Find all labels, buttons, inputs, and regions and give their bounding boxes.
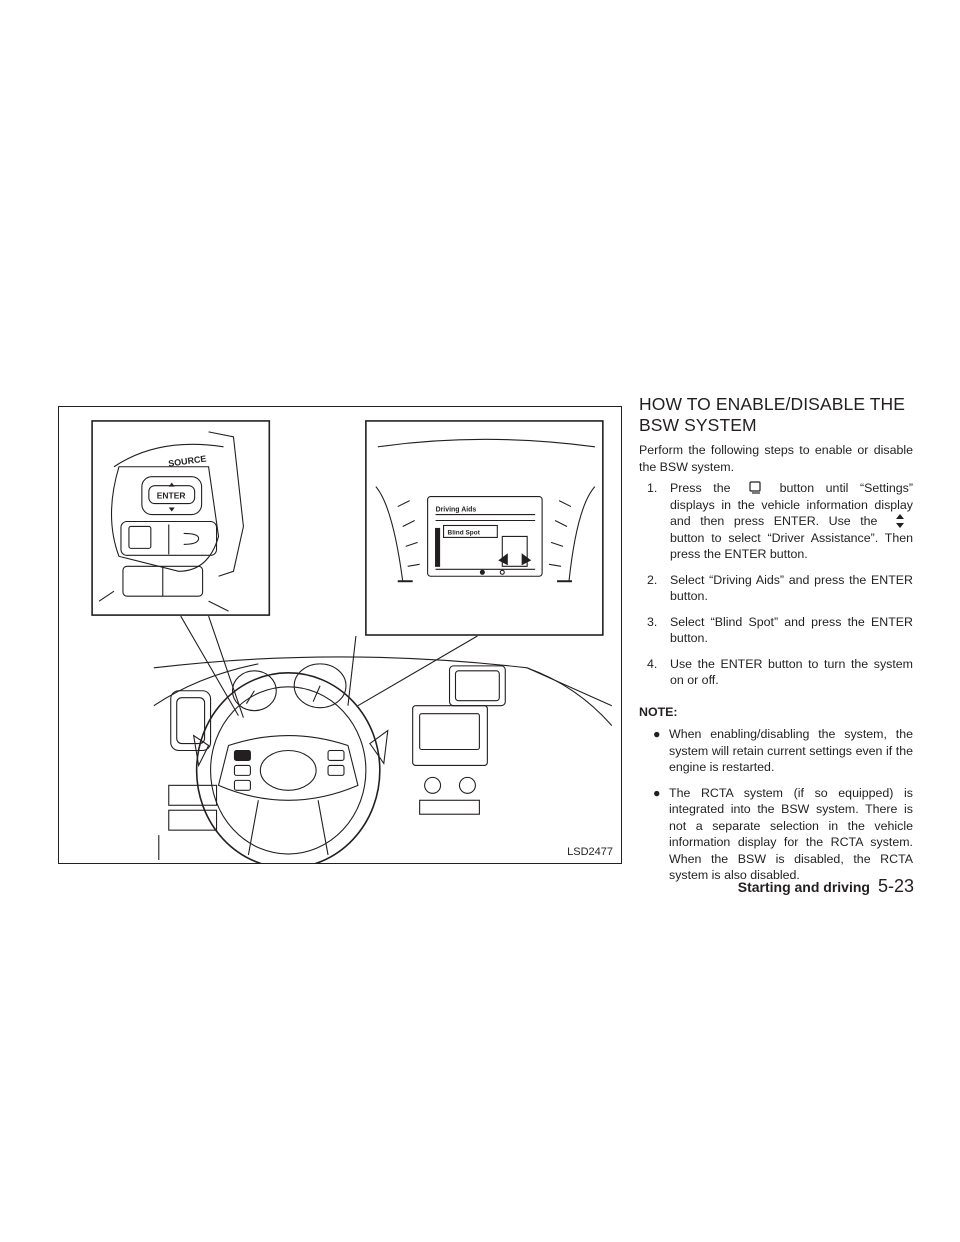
step-item: 1. Press the button until “Settings” dis… bbox=[647, 480, 913, 563]
section-title: HOW TO ENABLE/DISABLE THE BSW SYSTEM bbox=[639, 394, 906, 435]
footer-section-name: Starting and driving bbox=[737, 879, 870, 895]
up-down-arrow-icon bbox=[896, 514, 904, 528]
steps-list: 1. Press the button until “Settings” dis… bbox=[639, 480, 913, 689]
display-label-item: Blind Spot bbox=[448, 529, 481, 536]
notes-list: ● When enabling/disabling the system, th… bbox=[639, 726, 913, 884]
switch-label-enter: ENTER bbox=[157, 491, 186, 501]
bullet-icon: ● bbox=[653, 727, 661, 741]
step-item: 2. Select “Driving Aids” and press the E… bbox=[647, 572, 913, 605]
note-text: The RCTA system (if so equipped) is inte… bbox=[669, 785, 913, 883]
intro-paragraph: Perform the following steps to enable or… bbox=[639, 443, 913, 474]
step-item: 4. Use the ENTER button to turn the syst… bbox=[647, 656, 913, 689]
step-number: 4. bbox=[647, 656, 658, 671]
step-text: Select “Driving Aids” and press the ENTE… bbox=[670, 572, 913, 604]
menu-button-icon bbox=[749, 481, 761, 494]
note-item: ● The RCTA system (if so equipped) is in… bbox=[639, 785, 913, 884]
step-item: 3. Select “Blind Spot” and press the ENT… bbox=[647, 614, 913, 647]
step-text: button until “Settings” displays in the … bbox=[670, 481, 913, 528]
step-text: button to select “Driver Assistance”. Th… bbox=[670, 530, 913, 562]
figure-code: LSD2477 bbox=[565, 846, 615, 858]
note-item: ● When enabling/disabling the system, th… bbox=[639, 726, 913, 776]
note-text: When enabling/disabling the system, the … bbox=[669, 727, 913, 774]
page-number: 5-23 bbox=[877, 876, 914, 896]
text-column: HOW TO ENABLE/DISABLE THE BSW SYSTEM Per… bbox=[639, 394, 913, 893]
illustration-figure: SOURCE ENTER Driving Aids Blind Spot LSD… bbox=[58, 406, 622, 864]
page-footer: Starting and driving 5-23 bbox=[738, 876, 914, 897]
step-text: Press the bbox=[670, 481, 731, 495]
steering-wheel-illustration: SOURCE ENTER Driving Aids Blind Spot bbox=[91, 420, 613, 863]
step-text: Select “Blind Spot” and press the ENTER … bbox=[670, 614, 913, 646]
bullet-icon: ● bbox=[653, 785, 661, 800]
note-heading: NOTE: bbox=[639, 704, 678, 719]
step-number: 3. bbox=[647, 614, 658, 629]
step-number: 2. bbox=[647, 572, 658, 587]
step-number: 1. bbox=[647, 481, 658, 495]
display-label-menu: Driving Aids bbox=[436, 507, 477, 514]
step-text: Use the ENTER button to turn the system … bbox=[670, 656, 913, 688]
